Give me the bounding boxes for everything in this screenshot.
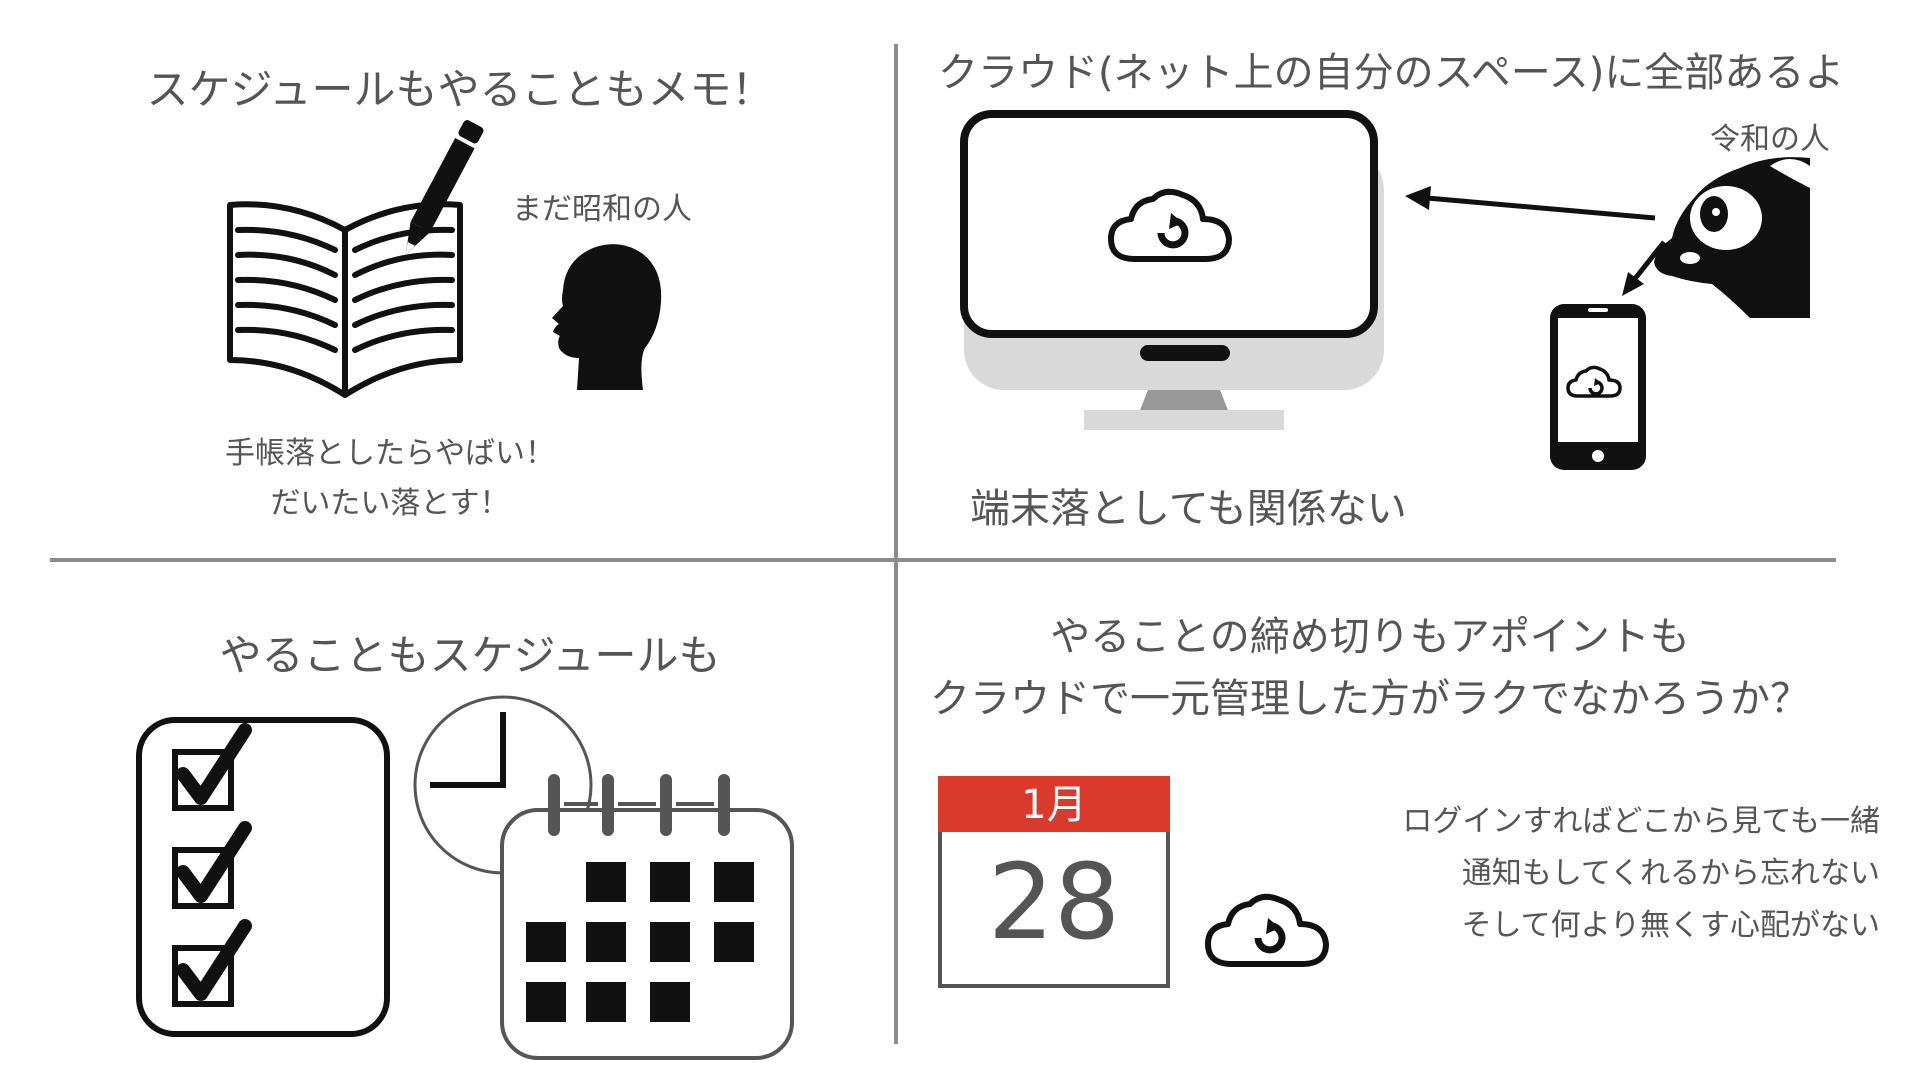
head-silhouette-icon: [552, 244, 662, 390]
top-left-title: スケジュールもやることもメモ！: [146, 65, 774, 114]
calendar-month-header: 1月: [938, 776, 1170, 832]
bottom-left-title: やることもスケジュールも: [219, 631, 721, 680]
calendar-icon: [500, 774, 794, 1060]
bottom-right-note-line1: ログインすればどこから見ても一緒: [1402, 804, 1880, 839]
pencil-icon: [405, 120, 484, 255]
bottom-right-note-line3: そして何より無くす心配がない: [1461, 908, 1881, 943]
top-left-caption-line2: だいたい落とす！: [270, 486, 510, 521]
bottom-right-title-line1: やることの締め切りもアポイントも: [1050, 614, 1690, 660]
top-left-caption-line1: 手帳落としたらやばい！: [225, 436, 555, 471]
bottom-right-title-line2: クラウドで一元管理した方がラクでなかろうか？: [930, 676, 1810, 722]
showa-person-label: まだ昭和の人: [512, 192, 692, 227]
reiwa-person-label: 令和の人: [1710, 122, 1830, 157]
horizontal-divider: [50, 558, 1836, 562]
arrow-to-monitor-icon: [1405, 186, 1656, 221]
top-right-caption: 端末落としても関係ない: [970, 486, 1407, 532]
cloud-sync-icon-bottom: [1205, 893, 1329, 967]
arrow-to-phone-icon: [1622, 240, 1666, 296]
desktop-monitor-icon: [960, 110, 1384, 430]
bottom-right-note-line2: 通知もしてくれるから忘れない: [1461, 856, 1880, 891]
vertical-divider: [894, 44, 898, 1044]
top-right-title: クラウド(ネット上の自分のスペース)に全部あるよ: [938, 50, 1845, 96]
calendar-date-icon: 1月 28: [938, 776, 1170, 988]
panda-icon: [1654, 157, 1810, 318]
calendar-month: 1月: [1021, 782, 1087, 828]
smartphone-icon: [1550, 304, 1646, 470]
checklist-icon: [136, 717, 390, 1037]
cloud-sync-icon: [1108, 188, 1232, 262]
calendar-day: 28: [987, 841, 1121, 963]
